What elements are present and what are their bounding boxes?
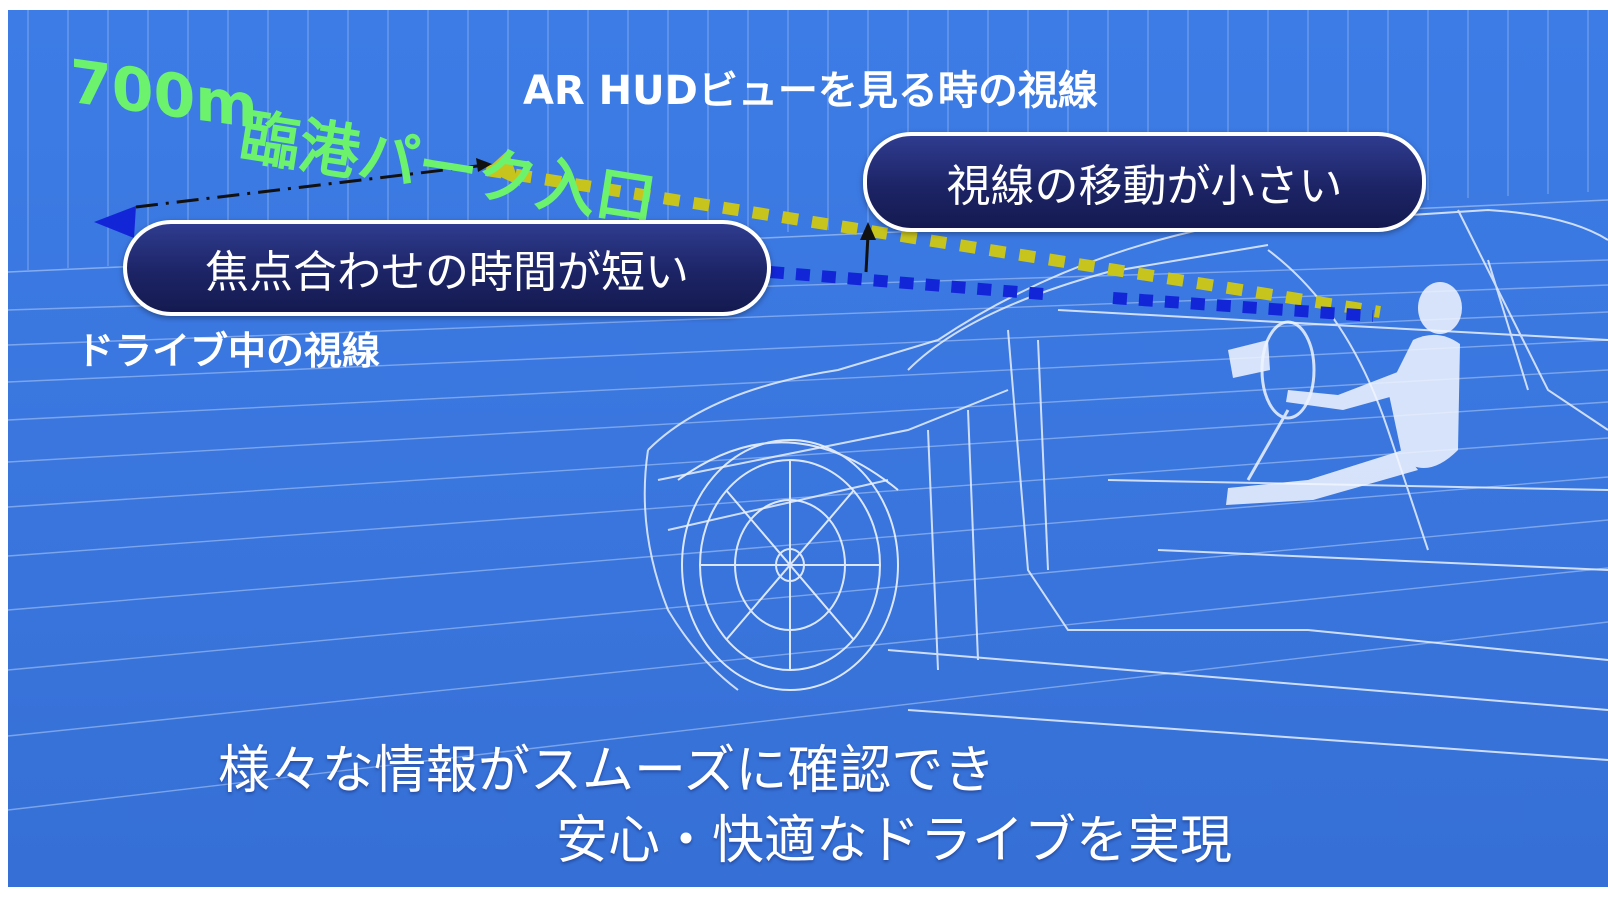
- hud-gaze-line: [485, 164, 1381, 318]
- callout-gaze-movement: 視線の移動が小さい: [863, 132, 1426, 232]
- callout-focus-time-label: 焦点合わせの時間が短い: [205, 247, 689, 298]
- footer-line-1: 様々な情報がスムーズに確認でき: [218, 741, 996, 801]
- focus-dashdot-arrowhead: [476, 158, 492, 172]
- steering-wheel: [1246, 320, 1316, 481]
- callout-gaze-movement-label: 視線の移動が小さい: [946, 161, 1343, 212]
- diagram-title: AR HUDビューを見る時の視線: [523, 68, 1098, 114]
- drive-gaze-line-front: [769, 266, 1044, 300]
- move-up-arrow-line: [864, 234, 870, 273]
- hud-gaze-arrowhead: [486, 150, 520, 186]
- footer-line-2: 安心・快適なドライブを実現: [556, 811, 1233, 871]
- car-wireframe: [643, 208, 1608, 761]
- driver-silhouette: [1226, 282, 1462, 505]
- focus-dashdot-line: [135, 163, 487, 209]
- drive-gaze-line-rear: [1112, 292, 1374, 322]
- driving-gaze-label: ドライブ中の視線: [76, 329, 381, 373]
- callout-focus-time: 焦点合わせの時間が短い: [123, 220, 771, 316]
- move-up-arrowhead: [860, 222, 876, 240]
- drive-gaze-arrowhead: [94, 206, 136, 238]
- background-floor-grid: [8, 259, 1608, 811]
- wheel-wireframe: [677, 439, 899, 691]
- diagram-canvas: AR HUDビューを見る時の視線 700m 臨港パーク入口 焦点合わせの時間が短…: [8, 10, 1608, 887]
